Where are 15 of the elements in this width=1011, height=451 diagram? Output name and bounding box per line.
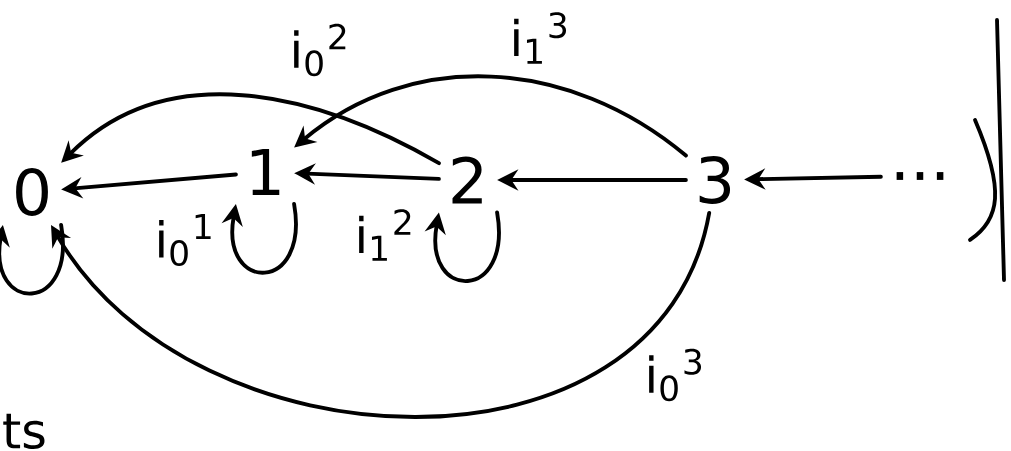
arrow [51,210,712,419]
state-number: 1 [251,148,280,196]
edge-label: i$_{1}$3 [506,8,575,68]
loop-arrow [221,202,298,275]
edge-label: i$_{0}$3 [641,345,710,405]
loop-arrow [424,210,501,283]
loop-arrow [0,222,65,296]
state-number: 2 [452,156,482,204]
label: ts [3,413,45,450]
state-number: 3 [699,156,731,204]
edge-label: i$_{0}$2 [286,20,355,80]
state-number: ... [896,172,944,180]
edge-label: i$_{0}$1 [151,210,220,270]
state-number: 0 [16,168,48,216]
edge-label: i$_{1}$2 [351,205,420,265]
